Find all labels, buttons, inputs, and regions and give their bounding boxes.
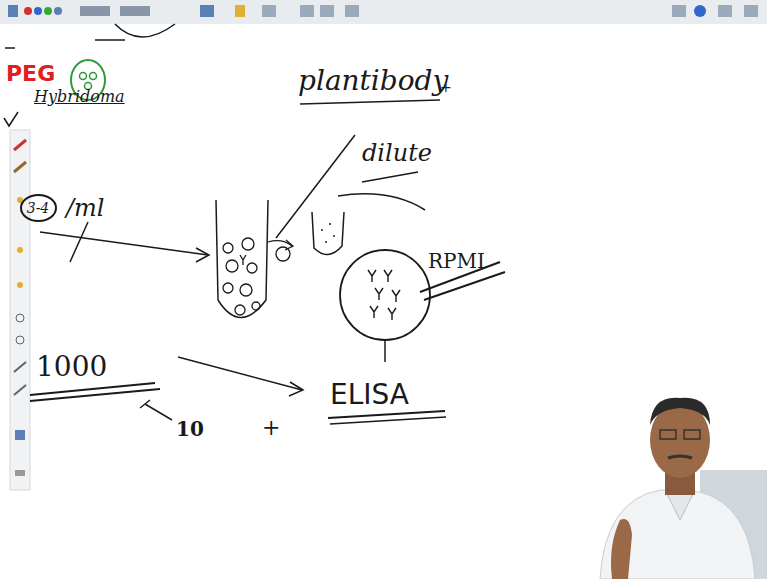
node-text: 3-4 [27,200,50,216]
lecturer-figure [600,398,767,579]
assay-label: ELISA [330,380,409,411]
well-sketch [216,200,268,318]
count-label: 10 [176,418,204,440]
side-toolbar [10,130,30,490]
toolbar [0,0,767,24]
title-note: plantibody [298,66,448,97]
cell-label: Hybridoma [34,88,125,106]
reagent-label: PEG [6,62,55,86]
medium-label: RPMI [428,250,485,272]
plus-mark: + [262,416,280,440]
count-label: 1000 [36,352,107,383]
step-label: dilute [362,140,432,166]
circled-value: 3-4 [20,194,57,222]
side-icons [14,140,26,476]
plus-mark: + [440,80,452,95]
toolbar-icons [8,5,758,17]
unit-label: /ml [66,195,105,221]
antibody-circle [340,250,430,340]
